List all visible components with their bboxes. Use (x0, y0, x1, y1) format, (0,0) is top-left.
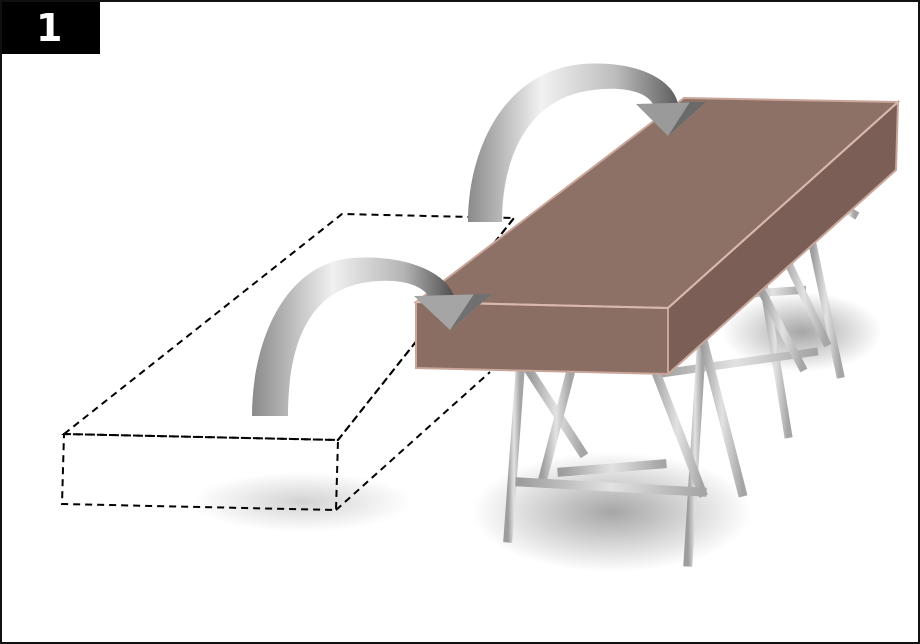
curved-down-arrow-icon-front (252, 257, 492, 416)
curved-down-arrow-icon-back (468, 63, 706, 223)
front-trestle (503, 330, 748, 567)
dashed-board-outline (60, 212, 517, 512)
wooden-board (413, 96, 901, 377)
step-number-badge: 1 (2, 2, 100, 54)
